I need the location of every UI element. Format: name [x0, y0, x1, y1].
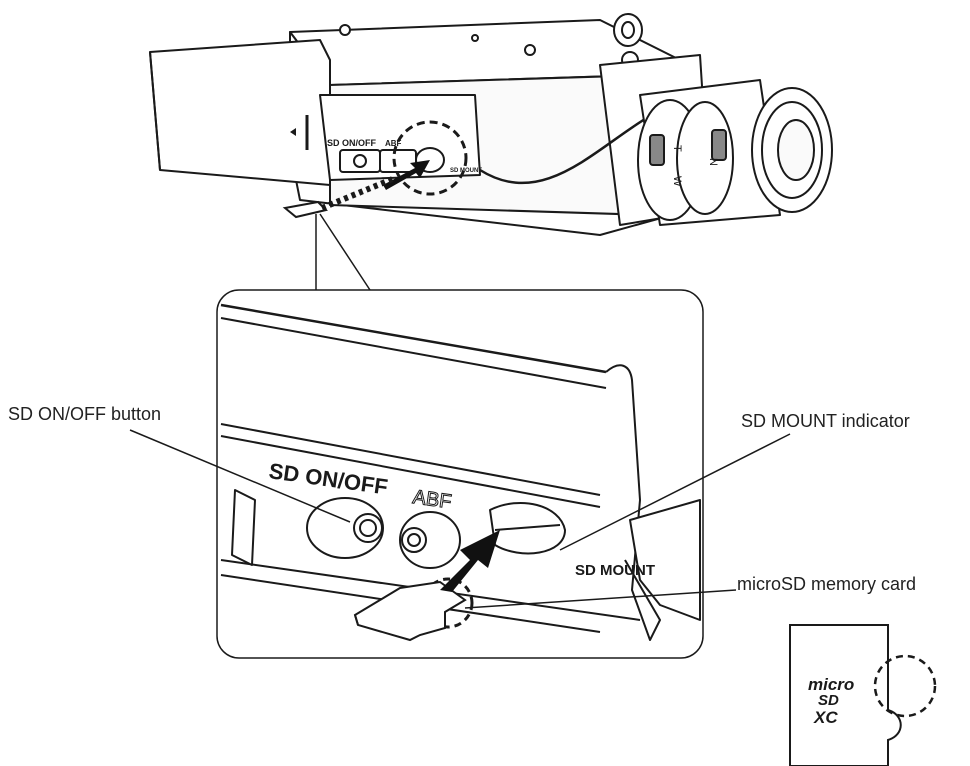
- microsd-logo-icon: micro SD XC: [789, 624, 937, 766]
- zoom-w-mark: W: [671, 176, 683, 187]
- sd-onoff-leader: [129, 429, 351, 523]
- sd-mount-indicator-label: SD MOUNT indicator: [741, 411, 910, 431]
- microsd-card-small: [282, 200, 328, 219]
- camera-sd-onoff-mark: SD ON/OFF: [327, 138, 377, 148]
- inset-sd-mount-mark: SD MOUNT: [575, 562, 655, 579]
- svg-text:XC: XC: [813, 708, 838, 727]
- svg-text:micro: micro: [808, 675, 854, 694]
- svg-text:SD: SD: [818, 692, 839, 709]
- insertion-path-dots: [320, 175, 397, 211]
- focus-n-mark: N: [707, 158, 719, 166]
- insert-arrow-icon: [383, 160, 430, 190]
- dashed-circle-highlight: [392, 120, 468, 196]
- sd-mount-leader: [559, 433, 791, 551]
- inset-microsd-card: [353, 580, 467, 642]
- zoom-t-mark: T: [671, 145, 683, 152]
- microsd-card-label: microSD memory card: [737, 574, 917, 594]
- sd-onoff-button-label: SD ON/OFF button: [8, 404, 162, 424]
- microsd-card-leader: [464, 589, 737, 609]
- camera-body-illustration: [149, 13, 833, 236]
- camera-abf-mark: ABF: [385, 139, 402, 148]
- camera-sd-mount-mark: SD MOUNT: [450, 168, 482, 174]
- inset-frame: [216, 289, 704, 659]
- inset-insert-arrow-icon: [440, 530, 500, 592]
